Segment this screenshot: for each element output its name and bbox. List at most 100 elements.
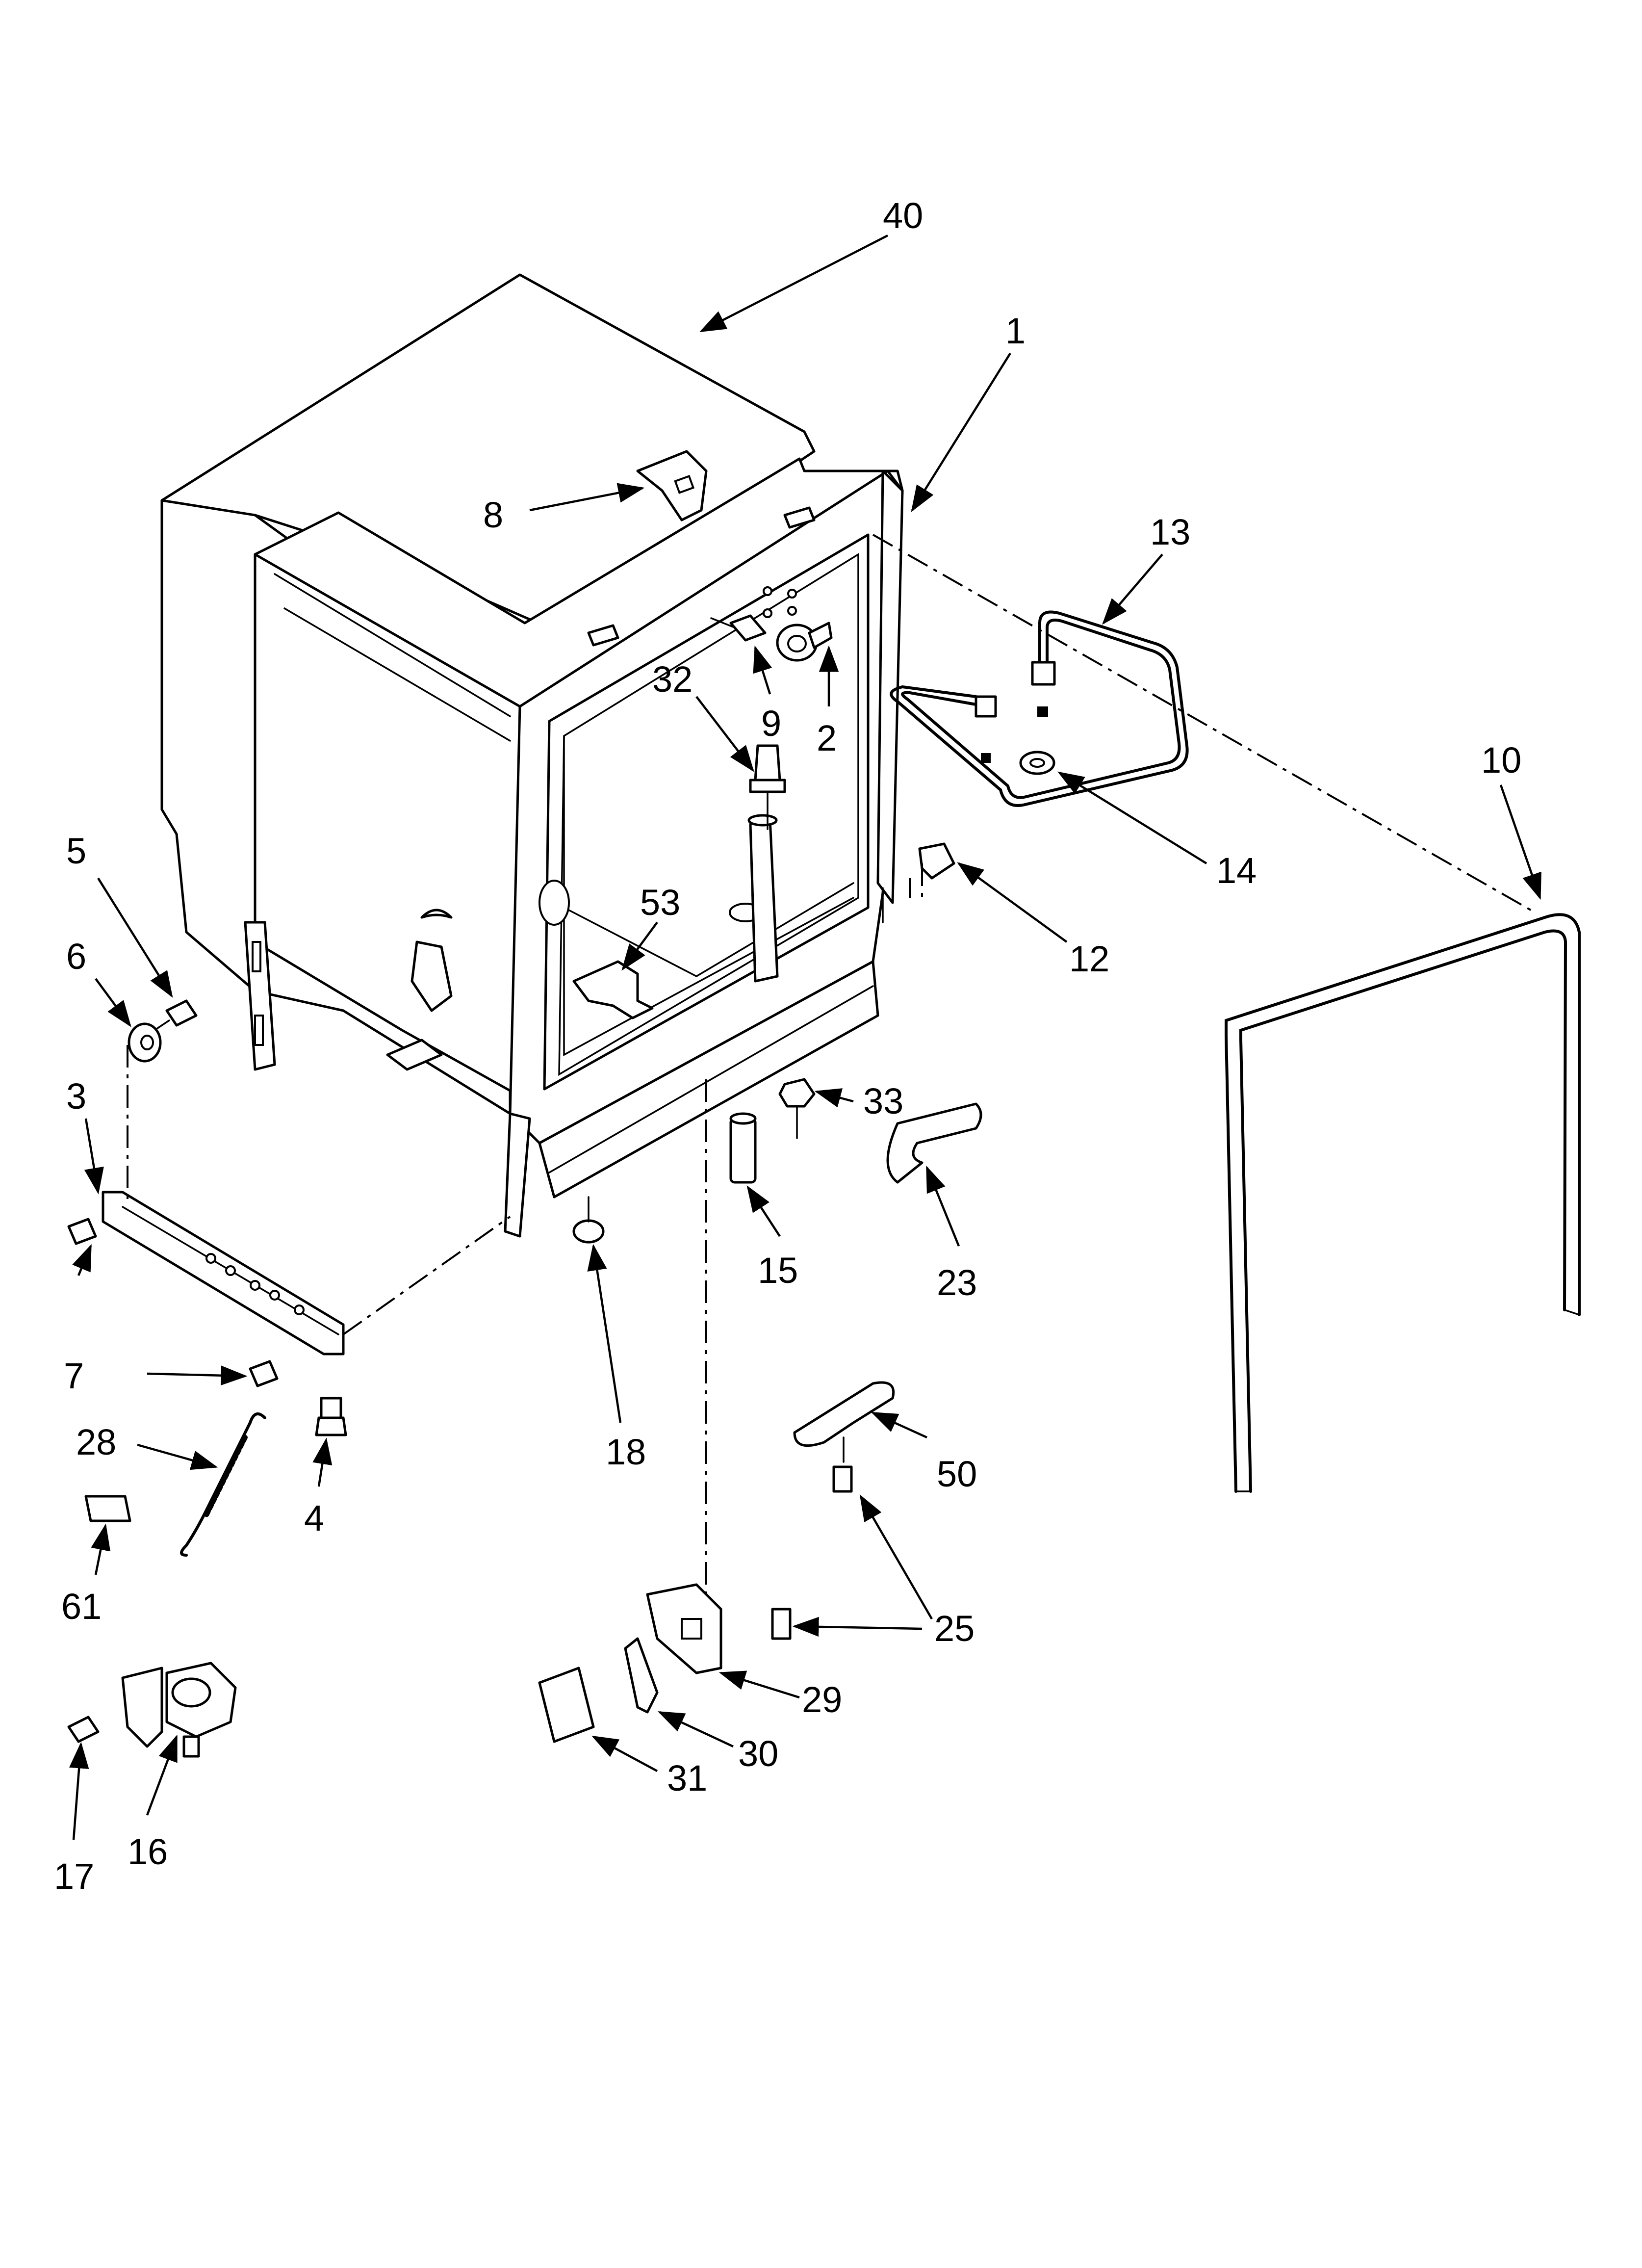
part-3-rail	[102, 1191, 345, 1356]
floor-bracket	[386, 1039, 443, 1071]
frame-hole	[763, 608, 772, 618]
leader-29	[718, 1670, 800, 1699]
callout-8: 8	[483, 495, 503, 535]
callout-31: 31	[667, 1758, 707, 1799]
leader-3	[84, 1118, 104, 1195]
tub-right-side	[876, 469, 904, 904]
part-17-screw	[67, 1716, 100, 1743]
assembly-line	[872, 534, 1536, 913]
part-2-knob	[776, 622, 833, 662]
part-6-washer	[128, 1022, 162, 1063]
callout-12: 12	[1069, 938, 1109, 979]
callout-1: 1	[1005, 311, 1026, 351]
part-8-clip	[636, 450, 708, 521]
leader-10	[1499, 784, 1541, 900]
callout-23: 23	[937, 1262, 977, 1303]
callout-17: 17	[54, 1856, 94, 1897]
tub-inner-side	[254, 553, 526, 1100]
tub-left-leg	[504, 1112, 531, 1238]
frame-hole	[787, 589, 797, 599]
leader-53	[621, 921, 658, 971]
leader-30	[657, 1711, 734, 1748]
part-12-clip	[918, 842, 955, 880]
leader-25a	[859, 1494, 933, 1620]
callout-6: 6	[66, 936, 86, 977]
callout-2: 2	[817, 718, 837, 758]
leader-5	[97, 877, 173, 998]
part-13-fill-tube	[890, 610, 1189, 807]
clip-piece	[420, 909, 453, 919]
detergent-bracket	[410, 940, 453, 1012]
part-25-screws	[771, 1465, 853, 1640]
leader-18	[587, 1244, 622, 1423]
assembly-line	[342, 1216, 511, 1335]
callout-3: 3	[66, 1076, 86, 1117]
part-23-clip	[886, 1102, 982, 1184]
frame-clip	[783, 506, 816, 529]
callout-29: 29	[802, 1679, 842, 1720]
panel-line	[274, 573, 511, 717]
part-16-valve	[121, 1662, 237, 1758]
leader-16	[146, 1734, 178, 1816]
leader-8	[529, 483, 645, 512]
pump-outlet	[539, 880, 570, 926]
leader-50	[871, 1411, 927, 1439]
part-4-leg	[315, 1397, 347, 1436]
callout-labels: 40 1 13 8 32 9 2 10 14 5 6 53 12 3 33 15…	[54, 195, 1521, 1897]
leader-17	[69, 1742, 89, 1840]
part-10-tube	[1225, 913, 1581, 1493]
callout-4: 4	[304, 1498, 324, 1538]
callout-30: 30	[738, 1733, 778, 1774]
leader-6	[95, 978, 131, 1027]
part-9-screw	[710, 614, 767, 642]
leader-1	[911, 352, 1011, 512]
panel-line	[283, 607, 511, 742]
leader-31	[591, 1735, 658, 1772]
callout-9: 9	[761, 703, 781, 744]
leader-40	[699, 234, 889, 333]
leader-9	[753, 645, 772, 695]
part-33-nut	[778, 1078, 816, 1139]
callout-13: 13	[1150, 512, 1190, 552]
part-30-lever	[624, 1637, 659, 1714]
skirt-line	[548, 985, 874, 1173]
leader-lines	[69, 234, 1541, 1840]
part-50-bracket	[793, 1381, 895, 1463]
leader-23	[925, 1165, 960, 1247]
callout-5: 5	[66, 831, 86, 871]
leader-14	[1057, 771, 1207, 864]
callout-53: 53	[640, 882, 680, 923]
leader-33	[814, 1088, 854, 1108]
callout-15: 15	[758, 1250, 798, 1291]
frame-hole	[787, 606, 797, 616]
leader-61	[91, 1523, 111, 1575]
part-15-spacer	[729, 1112, 757, 1184]
callout-28: 28	[76, 1422, 116, 1462]
leader-7b	[147, 1365, 248, 1386]
leader-32	[695, 696, 754, 772]
callout-50: 50	[937, 1454, 977, 1494]
frame-hole	[763, 586, 772, 596]
tub-opening-inner	[558, 552, 859, 1076]
assembly-lines	[127, 534, 1536, 1599]
leader-15	[746, 1185, 781, 1237]
callout-32: 32	[652, 659, 693, 700]
leader-7a	[72, 1244, 92, 1276]
leader-12	[957, 862, 1068, 943]
part-32-post	[749, 744, 786, 830]
callout-18: 18	[606, 1432, 646, 1472]
callout-7: 7	[64, 1356, 84, 1396]
part-28-spring	[180, 1412, 266, 1557]
part-18-foot	[572, 1196, 605, 1244]
leader-13	[1102, 553, 1163, 625]
callout-61: 61	[61, 1586, 102, 1627]
tower-post-top	[747, 814, 778, 827]
hinge-slot	[254, 1015, 264, 1046]
callout-40: 40	[883, 195, 923, 236]
callout-33: 33	[863, 1081, 903, 1121]
callout-16: 16	[128, 1831, 168, 1872]
part-31-cover	[538, 1667, 595, 1743]
leader-28	[137, 1443, 218, 1470]
leader-25b	[792, 1616, 923, 1637]
